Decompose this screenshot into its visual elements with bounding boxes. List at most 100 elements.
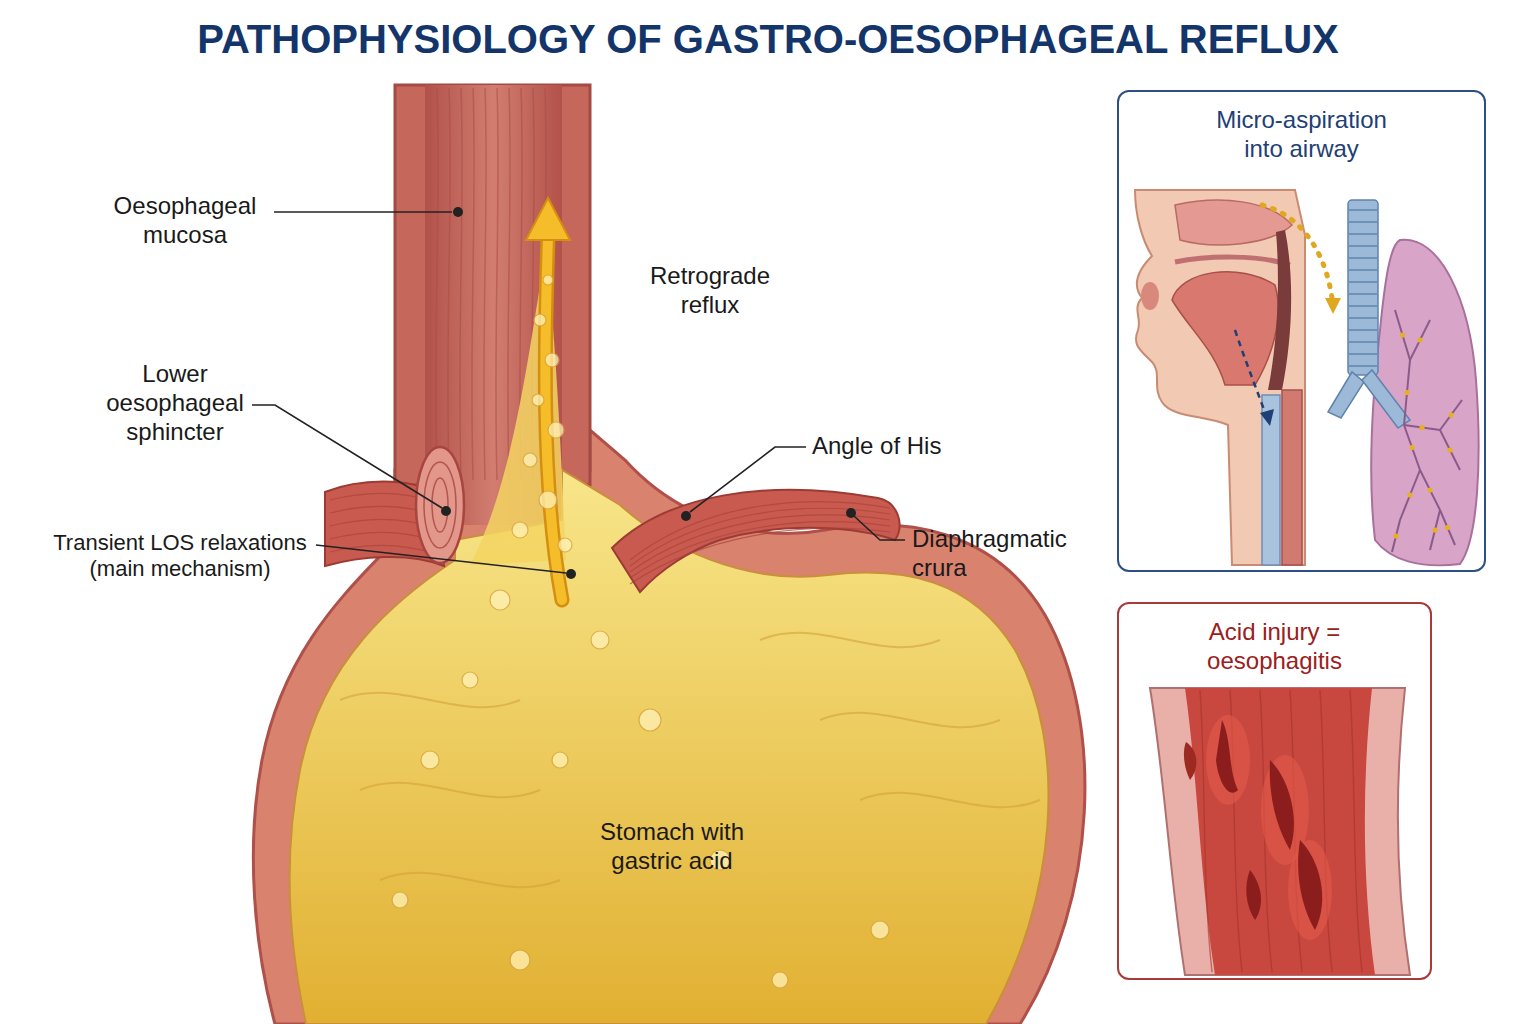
bronchial-tree (1392, 310, 1462, 552)
aspirate-droplet (1393, 533, 1398, 538)
bronchiole (1404, 425, 1440, 430)
aspirate-droplet (1432, 527, 1437, 532)
bronchus (1362, 370, 1410, 428)
acid-bubble (552, 752, 568, 768)
tracheal-ring (1349, 329, 1377, 331)
aspirate-droplet (1407, 492, 1412, 497)
acid-bubbles (392, 275, 889, 988)
leader-lines (252, 212, 905, 573)
tracheal-ring (1349, 257, 1377, 259)
acid-bubble (534, 314, 546, 326)
acid-bubble (421, 751, 439, 769)
gastric-fold (360, 783, 540, 797)
part-label: Angle of His (812, 432, 941, 461)
acid-bubble (545, 353, 559, 367)
tracheal-ring (1349, 317, 1377, 319)
inflammation (1288, 840, 1332, 940)
tongue (1172, 272, 1278, 385)
erosion (1298, 840, 1322, 930)
erosion (1184, 742, 1196, 780)
acid-bubble (392, 892, 408, 908)
tracheal-ring (1349, 209, 1377, 211)
tracheal-ring (1349, 305, 1377, 307)
trachea (1348, 200, 1378, 375)
tracheal-ring (1349, 233, 1377, 235)
acid-bubble (558, 538, 572, 552)
mucosa-fold (460, 88, 462, 480)
gastric-folds (340, 633, 1040, 887)
muscle-fibres (330, 493, 890, 584)
part-label: Transient LOS relaxations (main mechanis… (50, 530, 310, 583)
aspirate-droplet (1409, 445, 1414, 450)
acid-bubble (543, 275, 553, 285)
aspirate-droplet (1427, 487, 1432, 492)
muscle-fibre (630, 515, 890, 572)
gastric-fold (340, 693, 520, 707)
gastric-acid (290, 470, 1049, 1024)
panel-heading: Micro-aspiration into airway (1197, 106, 1407, 164)
leader-line (274, 211, 452, 213)
aspirate-droplet (1400, 332, 1405, 337)
leader-dots (441, 207, 856, 579)
mucosa-fold (508, 88, 510, 480)
acid-bubble (510, 950, 530, 970)
palate (1175, 257, 1290, 265)
tracheal-ring (1349, 281, 1377, 283)
panel-ground (1119, 92, 1484, 570)
leader-line (252, 405, 442, 508)
aspirate-droplet (1417, 337, 1422, 342)
leader-dot (566, 569, 576, 579)
panel-ground (1119, 604, 1430, 978)
lips (1141, 282, 1159, 310)
acid-bubble (639, 709, 661, 731)
acid-bubble (532, 394, 544, 406)
bronchiole (1440, 510, 1455, 545)
acid-bubble (462, 672, 478, 688)
acid-bubble (539, 491, 557, 509)
bronchiole (1440, 430, 1460, 470)
aspirate-droplet (1448, 412, 1453, 417)
part-label: Retrograde reflux (630, 262, 790, 320)
acid-bubble (490, 590, 510, 610)
part-label: Stomach with gastric acid (582, 818, 762, 876)
bronchiole (1400, 470, 1420, 520)
mucosa-folds (1200, 690, 1362, 972)
stomach-wall (253, 430, 1085, 1024)
sphincter-ring (424, 462, 456, 548)
aspirate-droplet (1447, 447, 1452, 452)
swallow-path (1235, 330, 1266, 415)
aspiration-path (1262, 205, 1332, 298)
leader-dot (453, 207, 463, 217)
mucosa-fold (448, 88, 450, 480)
tracheal-ring (1349, 269, 1377, 271)
acid-bubble (871, 921, 889, 939)
tracheal-ring (1349, 293, 1377, 295)
leader-line (690, 447, 806, 512)
part-label: Lower oesophageal sphincter (95, 360, 255, 446)
inset-panel: Micro-aspiration into airway (1117, 90, 1486, 572)
leader-dot (681, 511, 691, 521)
arrow-head (526, 198, 570, 240)
bronchiole (1440, 400, 1462, 430)
tracheal-ring (1349, 365, 1377, 367)
leader-line (316, 545, 566, 573)
mucosa-fold (436, 88, 438, 480)
gastric-fold (760, 633, 940, 647)
tracheal-ring (1349, 341, 1377, 343)
leader-dot (441, 506, 451, 516)
muscle-fibre (630, 502, 890, 560)
oesophagus-wall (1150, 688, 1410, 975)
leader-line (854, 516, 905, 540)
aspirate-droplet (1445, 525, 1450, 530)
bronchiole (1392, 520, 1400, 552)
leader-dot (846, 508, 856, 518)
neck-oesophagus (1282, 390, 1302, 565)
arrow-head (1260, 409, 1274, 426)
muscle-fibre (630, 522, 890, 578)
gastric-fold (860, 793, 1040, 807)
bronchus (1328, 372, 1364, 418)
acid-bubble (523, 453, 537, 467)
acid-bubble (548, 422, 564, 438)
mucosa-fold (472, 88, 474, 480)
inset-panel: Acid injury = oesophagitis (1117, 602, 1432, 980)
